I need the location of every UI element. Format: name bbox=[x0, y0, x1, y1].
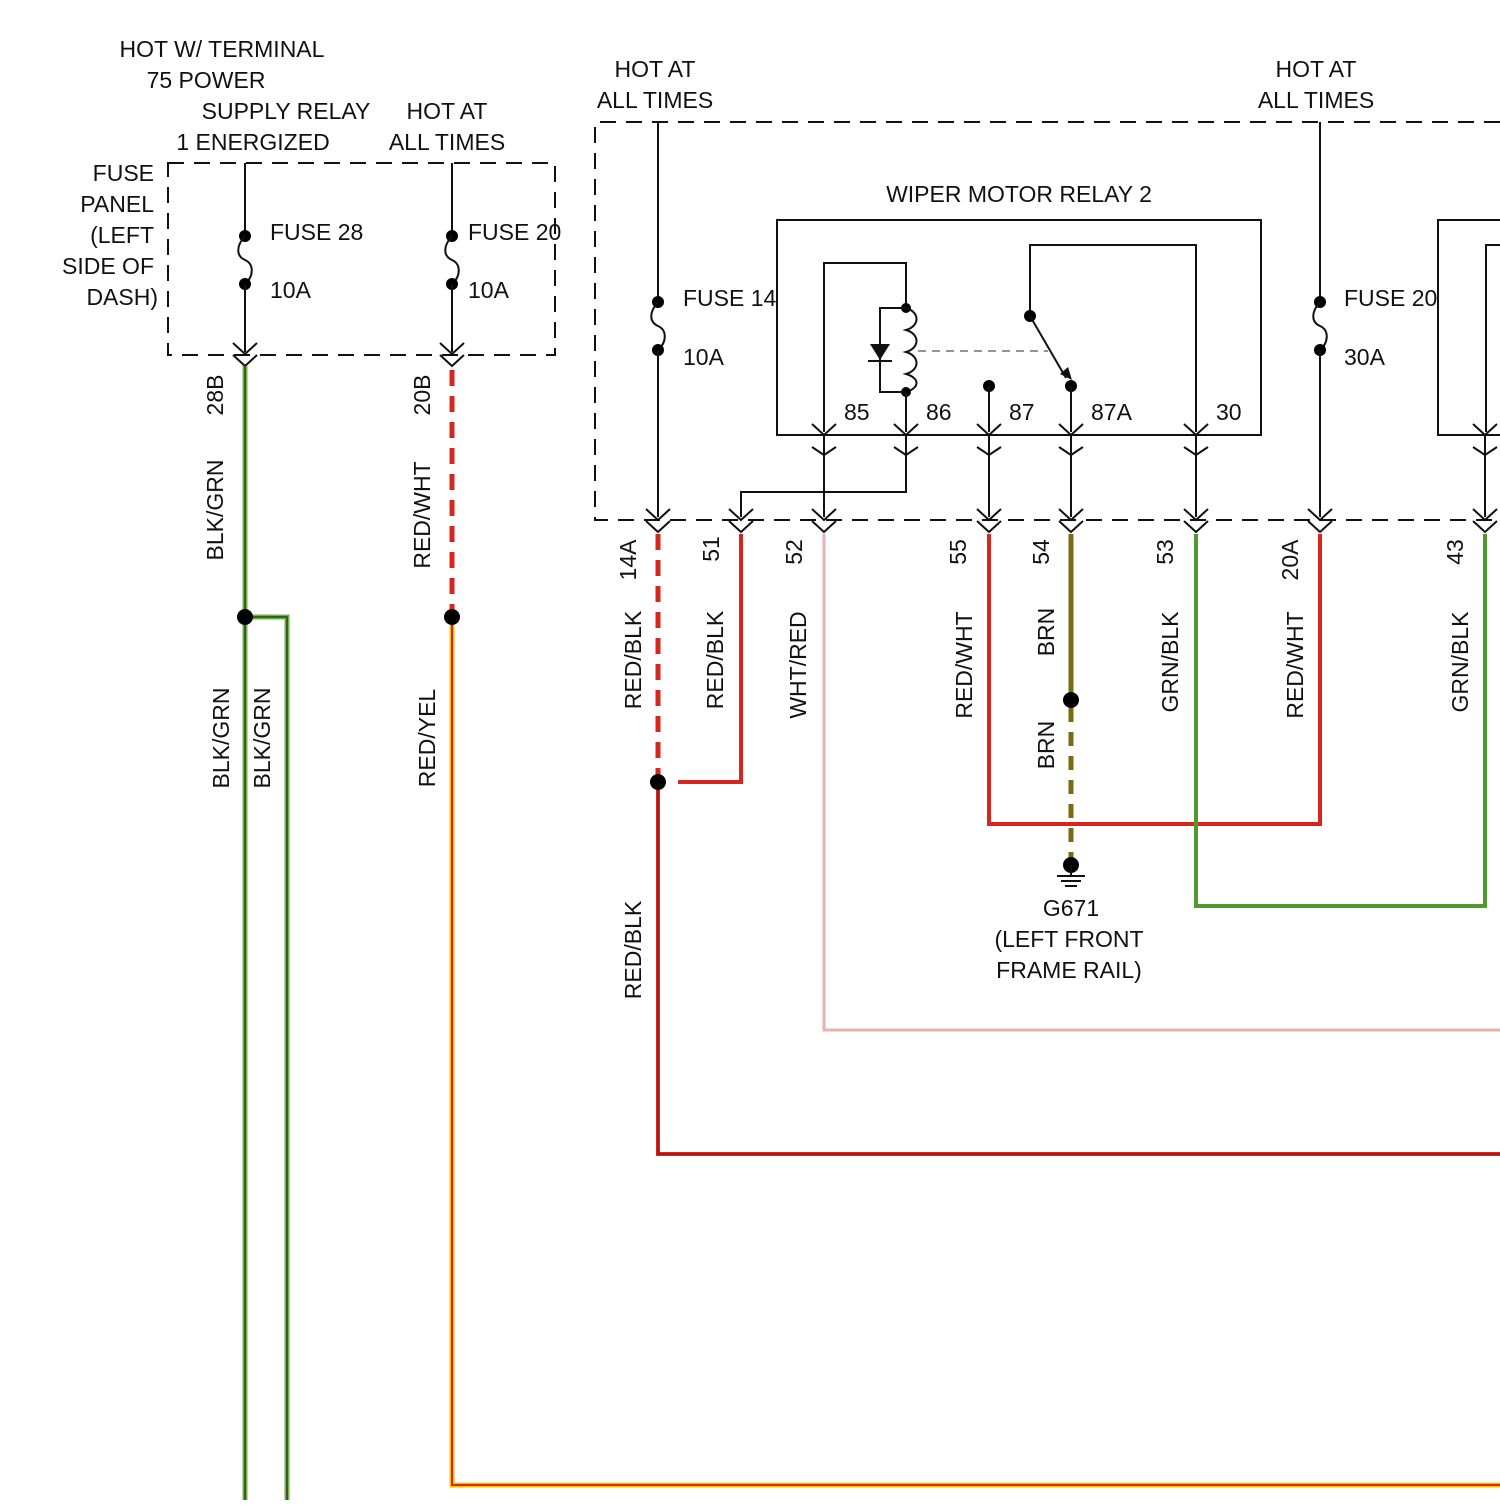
label-line: ALL TIMES bbox=[597, 87, 713, 113]
wire-label: GRN/BLK bbox=[1157, 611, 1183, 713]
connector-43: 43 bbox=[1442, 539, 1468, 565]
fuse-name: FUSE 20 bbox=[1344, 285, 1437, 311]
label-hot-terminal75: HOT W/ TERMINAL 75 POWER SUPPLY RELAY 1 … bbox=[120, 36, 371, 155]
label-line: ALL TIMES bbox=[389, 129, 505, 155]
wire-label: BLK/GRN bbox=[249, 688, 275, 789]
wire-label: RED/WHT bbox=[409, 461, 435, 568]
wire-label: RED/YEL bbox=[414, 689, 440, 788]
wire-label: RED/WHT bbox=[951, 611, 977, 718]
label-line: PANEL bbox=[80, 191, 154, 217]
wire-14a bbox=[650, 534, 1500, 1154]
fuse-20-10a: FUSE 20 10A bbox=[445, 163, 561, 352]
label-line: HOT AT bbox=[407, 98, 488, 124]
connector-20a: 20A bbox=[1277, 539, 1303, 581]
fuse-rating: 30A bbox=[1344, 344, 1386, 370]
wire-52 bbox=[824, 534, 1500, 1030]
wire-label: BLK/GRN bbox=[202, 460, 228, 561]
label-line: SIDE OF bbox=[62, 253, 154, 279]
label-line: 1 ENERGIZED bbox=[176, 129, 329, 155]
wire-53-43 bbox=[1196, 534, 1485, 906]
wire-28b bbox=[237, 366, 287, 1500]
relay-pin-85: 85 bbox=[844, 399, 870, 425]
fuse-name: FUSE 20 bbox=[468, 219, 561, 245]
ground-g671: G671 (LEFT FRONT FRAME RAIL) bbox=[994, 857, 1143, 983]
wire-label: GRN/BLK bbox=[1447, 611, 1473, 713]
label-line: (LEFT bbox=[90, 222, 154, 248]
relay-box-partial bbox=[1438, 220, 1500, 435]
connector-51: 51 bbox=[698, 536, 724, 562]
fuse-20-30a: FUSE 20 30A bbox=[1313, 122, 1437, 517]
wire-label: BRN bbox=[1033, 721, 1059, 770]
wire-label: BRN bbox=[1033, 608, 1059, 657]
label-line: SUPPLY RELAY bbox=[202, 98, 371, 124]
relay-pin-30: 30 bbox=[1216, 399, 1242, 425]
wire-label: RED/BLK bbox=[620, 610, 646, 709]
fuse-28: FUSE 28 10A bbox=[238, 163, 363, 352]
relay-box-partial-inner bbox=[1486, 245, 1500, 432]
connector-54: 54 bbox=[1028, 539, 1054, 565]
connector-20b: 20B bbox=[409, 375, 435, 416]
label-hot-at-all-times-1: HOT AT ALL TIMES bbox=[389, 98, 505, 155]
connector-55: 55 bbox=[945, 539, 971, 565]
label-fuse-panel: FUSE PANEL (LEFT SIDE OF DASH) bbox=[62, 160, 158, 310]
wire-label: RED/BLK bbox=[620, 900, 646, 999]
relay-pin-87a: 87A bbox=[1091, 399, 1133, 425]
label-line: DASH) bbox=[86, 284, 158, 310]
label-line: HOT AT bbox=[1276, 56, 1357, 82]
wire-label: RED/BLK bbox=[702, 610, 728, 709]
label-line: HOT AT bbox=[615, 56, 696, 82]
label-line: HOT W/ TERMINAL bbox=[120, 36, 325, 62]
wiper-motor-relay-2: WIPER MOTOR RELAY 2 85 86 87 87A 30 bbox=[777, 181, 1261, 435]
connector-14a: 14A bbox=[615, 539, 641, 581]
fuse-rating: 10A bbox=[468, 277, 510, 303]
connector-52: 52 bbox=[781, 539, 807, 565]
fuse-name: FUSE 28 bbox=[270, 219, 363, 245]
ground-id: G671 bbox=[1043, 895, 1099, 921]
label-line: ALL TIMES bbox=[1258, 87, 1374, 113]
connector-labels: 28B 20B 14A 51 52 55 54 53 20A 43 bbox=[202, 375, 1468, 581]
connector-28b: 28B bbox=[202, 375, 228, 416]
ground-location-line: (LEFT FRONT bbox=[994, 926, 1143, 952]
wire-20b bbox=[444, 370, 1500, 1485]
connector-53: 53 bbox=[1152, 539, 1178, 565]
relay-title: WIPER MOTOR RELAY 2 bbox=[886, 181, 1152, 207]
fuse-14: FUSE 14 10A bbox=[651, 122, 776, 517]
label-hot-at-all-times-2: HOT AT ALL TIMES bbox=[597, 56, 713, 113]
label-line: 75 POWER bbox=[147, 67, 266, 93]
relay-pin-87: 87 bbox=[1009, 399, 1035, 425]
wire-54 bbox=[1063, 534, 1079, 858]
wire-label: BLK/GRN bbox=[208, 688, 234, 789]
fuse-rating: 10A bbox=[683, 344, 725, 370]
wire-label: WHT/RED bbox=[785, 611, 811, 718]
label-hot-at-all-times-3: HOT AT ALL TIMES bbox=[1258, 56, 1374, 113]
wire-label: RED/WHT bbox=[1282, 611, 1308, 718]
wire-55-20a bbox=[989, 534, 1320, 824]
fuse-name: FUSE 14 bbox=[683, 285, 777, 311]
ground-location-line: FRAME RAIL) bbox=[996, 957, 1142, 983]
label-line: FUSE bbox=[93, 160, 154, 186]
relay-pin-86: 86 bbox=[926, 399, 952, 425]
fuse-rating: 10A bbox=[270, 277, 312, 303]
fuse-panel-box bbox=[168, 163, 555, 355]
